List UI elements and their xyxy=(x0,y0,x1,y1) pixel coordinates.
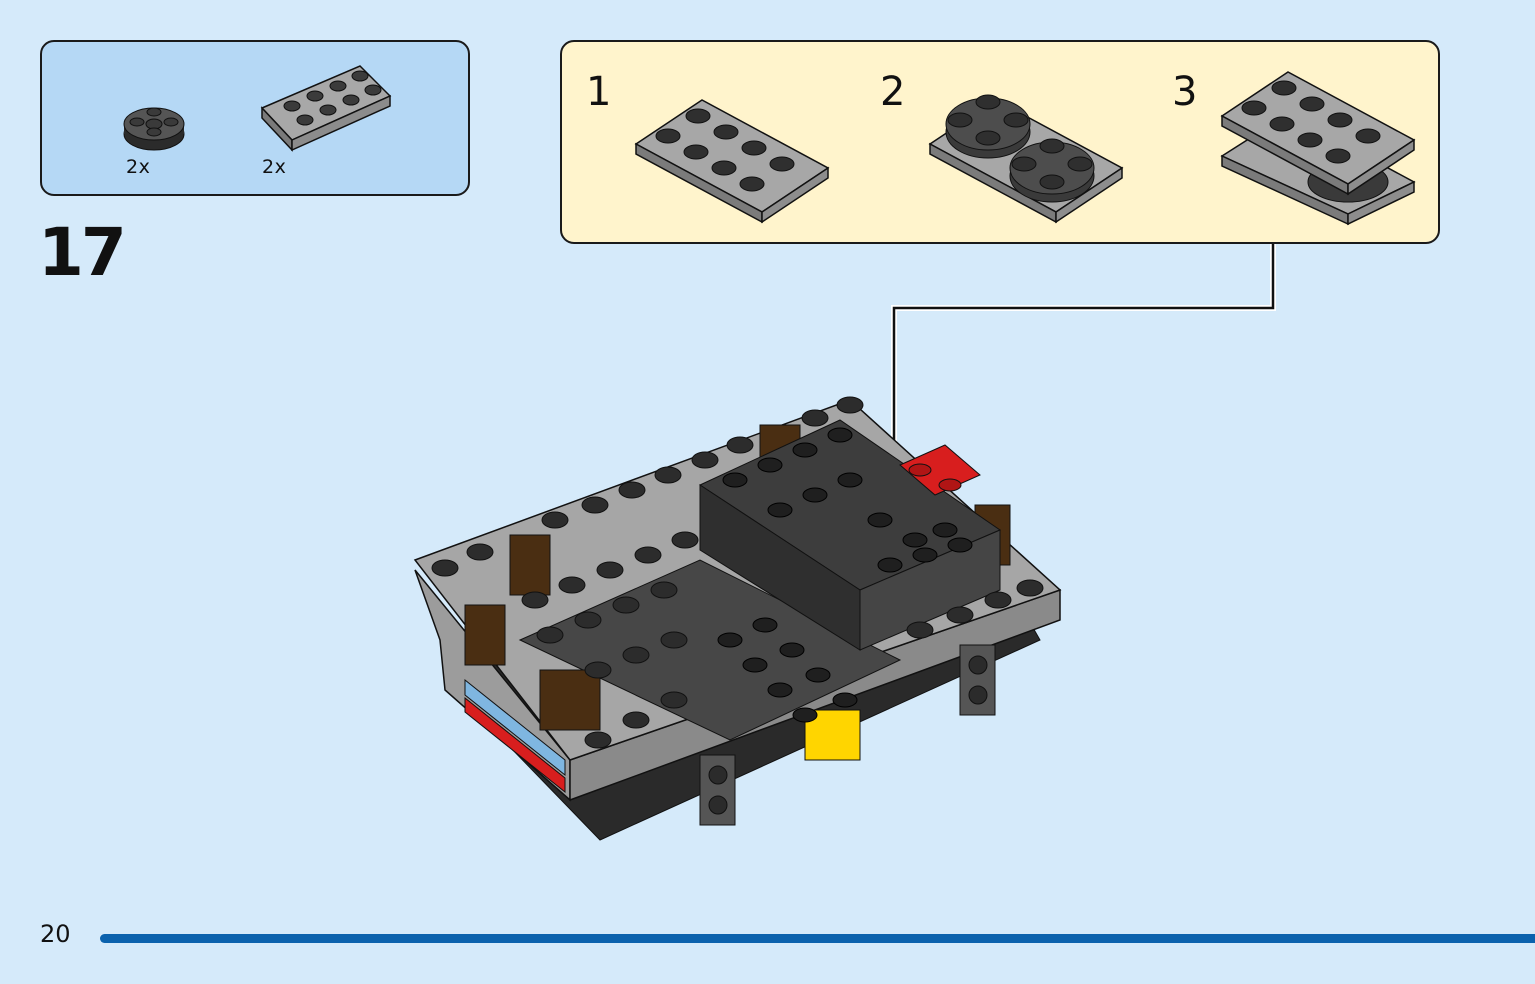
sub-step-3-illustration xyxy=(1220,71,1416,226)
sub-step-1-illustration xyxy=(634,99,830,224)
plate-2x4-light-gray-icon xyxy=(260,65,392,152)
sub-step-number: 3 xyxy=(1172,69,1198,115)
step-number: 17 xyxy=(38,214,127,291)
sub-assembly-panel: 1 2 3 xyxy=(560,40,1440,244)
page-number: 20 xyxy=(40,920,71,948)
sub-step-2-illustration xyxy=(928,94,1124,224)
round-plate-2x2-dark-gray-icon xyxy=(123,107,185,151)
page-rule-divider xyxy=(100,934,1535,943)
part-quantity: 2x xyxy=(126,156,151,178)
main-model-illustration xyxy=(413,396,1062,841)
sub-step-number: 2 xyxy=(880,69,906,115)
part-quantity: 2x xyxy=(262,156,287,178)
sub-step-number: 1 xyxy=(586,69,612,115)
parts-list-panel: 2x 2x xyxy=(40,40,470,196)
